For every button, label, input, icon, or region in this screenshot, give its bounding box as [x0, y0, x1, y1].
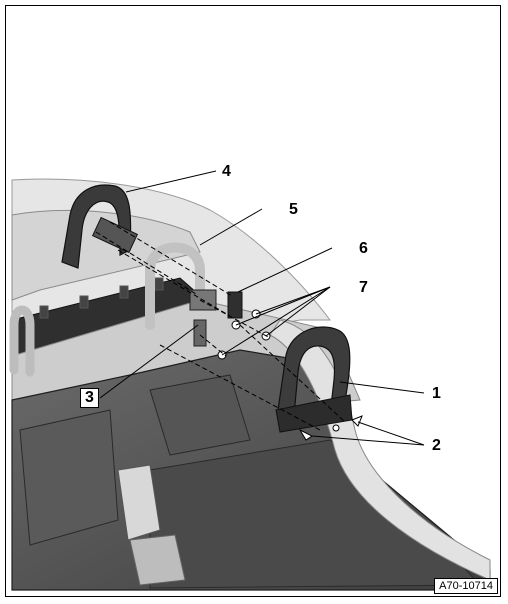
lower-light-detail	[129, 534, 186, 586]
callout-3: 3	[80, 388, 99, 408]
callout-6: 6	[359, 240, 368, 257]
callout-4: 4	[222, 163, 231, 180]
tunnel-opening	[117, 464, 161, 541]
bracket-lower	[193, 319, 207, 347]
callout-2: 2	[432, 437, 441, 454]
panel-recess-mid	[149, 374, 251, 456]
callout-7: 7	[359, 279, 368, 296]
bracket-item-6	[227, 291, 243, 319]
figure-reference-code: A70-10714	[434, 578, 498, 594]
callout-5: 5	[289, 201, 298, 218]
trim-cover-tab	[91, 216, 139, 254]
panel-lower-floor	[149, 439, 482, 589]
leader-lines	[99, 170, 425, 446]
roll-bar-left	[9, 305, 35, 377]
screws-item-2	[298, 415, 363, 441]
callout-1: 1	[432, 385, 441, 402]
panel-recess-left	[19, 409, 119, 546]
